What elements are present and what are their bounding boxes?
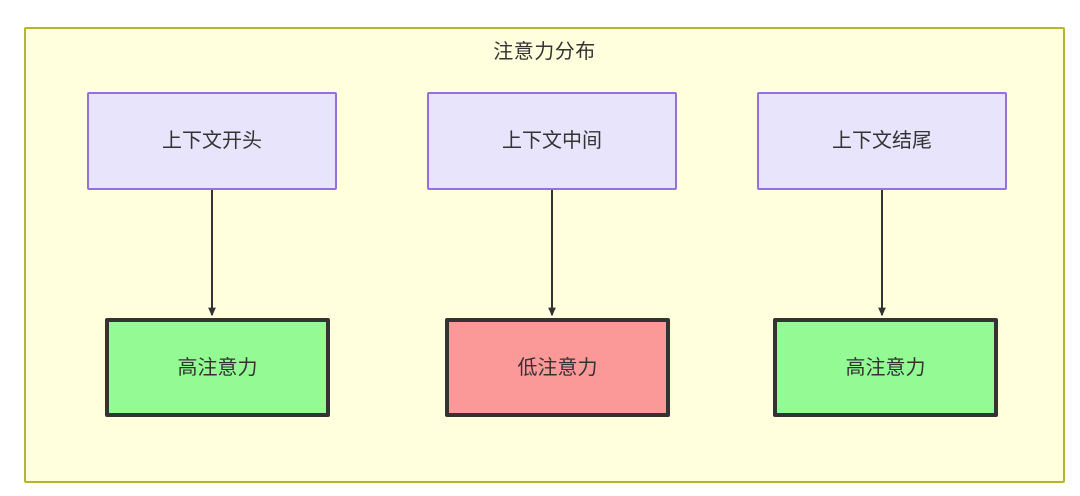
node-attention-low-middle-label: 低注意力 <box>517 356 598 379</box>
node-attention-high-start[interactable]: 高注意力 <box>105 318 330 417</box>
node-attention-low-middle[interactable]: 低注意力 <box>445 318 670 417</box>
node-attention-high-start-label: 高注意力 <box>177 356 258 379</box>
node-context-middle-label: 上下文中间 <box>502 130 602 152</box>
node-context-start-label: 上下文开头 <box>162 130 262 152</box>
subgraph-title: 注意力分布 <box>493 41 596 63</box>
node-context-middle[interactable]: 上下文中间 <box>427 92 677 190</box>
node-context-end-label: 上下文结尾 <box>832 130 932 152</box>
node-context-start[interactable]: 上下文开头 <box>87 92 337 190</box>
node-attention-high-end-label: 高注意力 <box>845 356 926 379</box>
node-context-end[interactable]: 上下文结尾 <box>757 92 1007 190</box>
node-attention-high-end[interactable]: 高注意力 <box>773 318 998 417</box>
